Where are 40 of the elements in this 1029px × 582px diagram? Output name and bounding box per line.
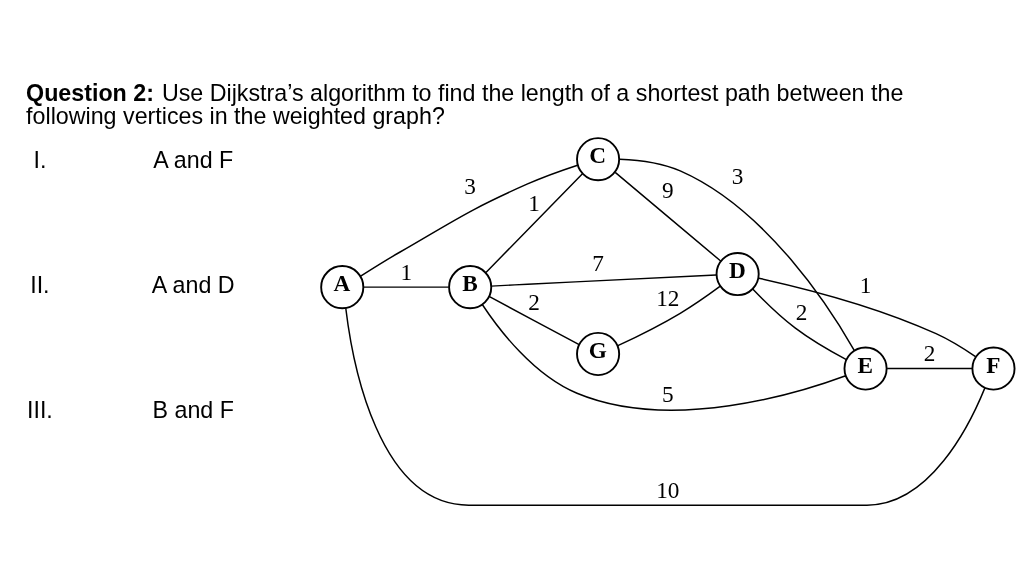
label: A and F [153,146,234,173]
edge-label: 1 [400,258,413,285]
node-circle: B [448,264,493,309]
connector [359,163,579,277]
connector [752,287,848,360]
edge-label: 3 [731,162,744,189]
edge-label: 2 [923,339,936,366]
edge-label: 2 [795,298,808,325]
node-circle: G [576,331,621,376]
edge-label: 1 [859,271,872,298]
node-circle: D [715,251,760,296]
edge-label: 3 [464,172,476,199]
edge-label: 2 [528,288,540,315]
edge-label: 5 [662,380,674,407]
edge-label: 12 [656,284,680,311]
connector [485,172,584,273]
connector [886,367,973,369]
node-circle: F [971,346,1016,391]
label: II. [30,271,50,298]
connector [345,306,986,506]
connector [490,273,717,287]
connector [363,285,450,288]
edge-label: 9 [662,176,674,203]
connector [481,303,847,411]
label: III. [26,396,53,423]
connector [618,157,855,351]
connector [488,295,580,345]
connector [614,171,722,262]
node-circle: C [576,136,621,181]
diagram-title: Question 2: Use Dijkstra’s algorithm to find the length of a shortest path between the following vertices in the weighted graph? [26,79,904,129]
edge-label: 10 [656,476,680,503]
edge-label: 1 [528,189,540,216]
label: B and F [152,396,234,423]
label: A and D [151,271,235,298]
node-circle: A [320,264,365,309]
label: I. [33,146,47,173]
connector [758,276,977,357]
connector [617,285,721,346]
node-circle: E [843,346,888,391]
edge-label: 7 [592,249,604,276]
